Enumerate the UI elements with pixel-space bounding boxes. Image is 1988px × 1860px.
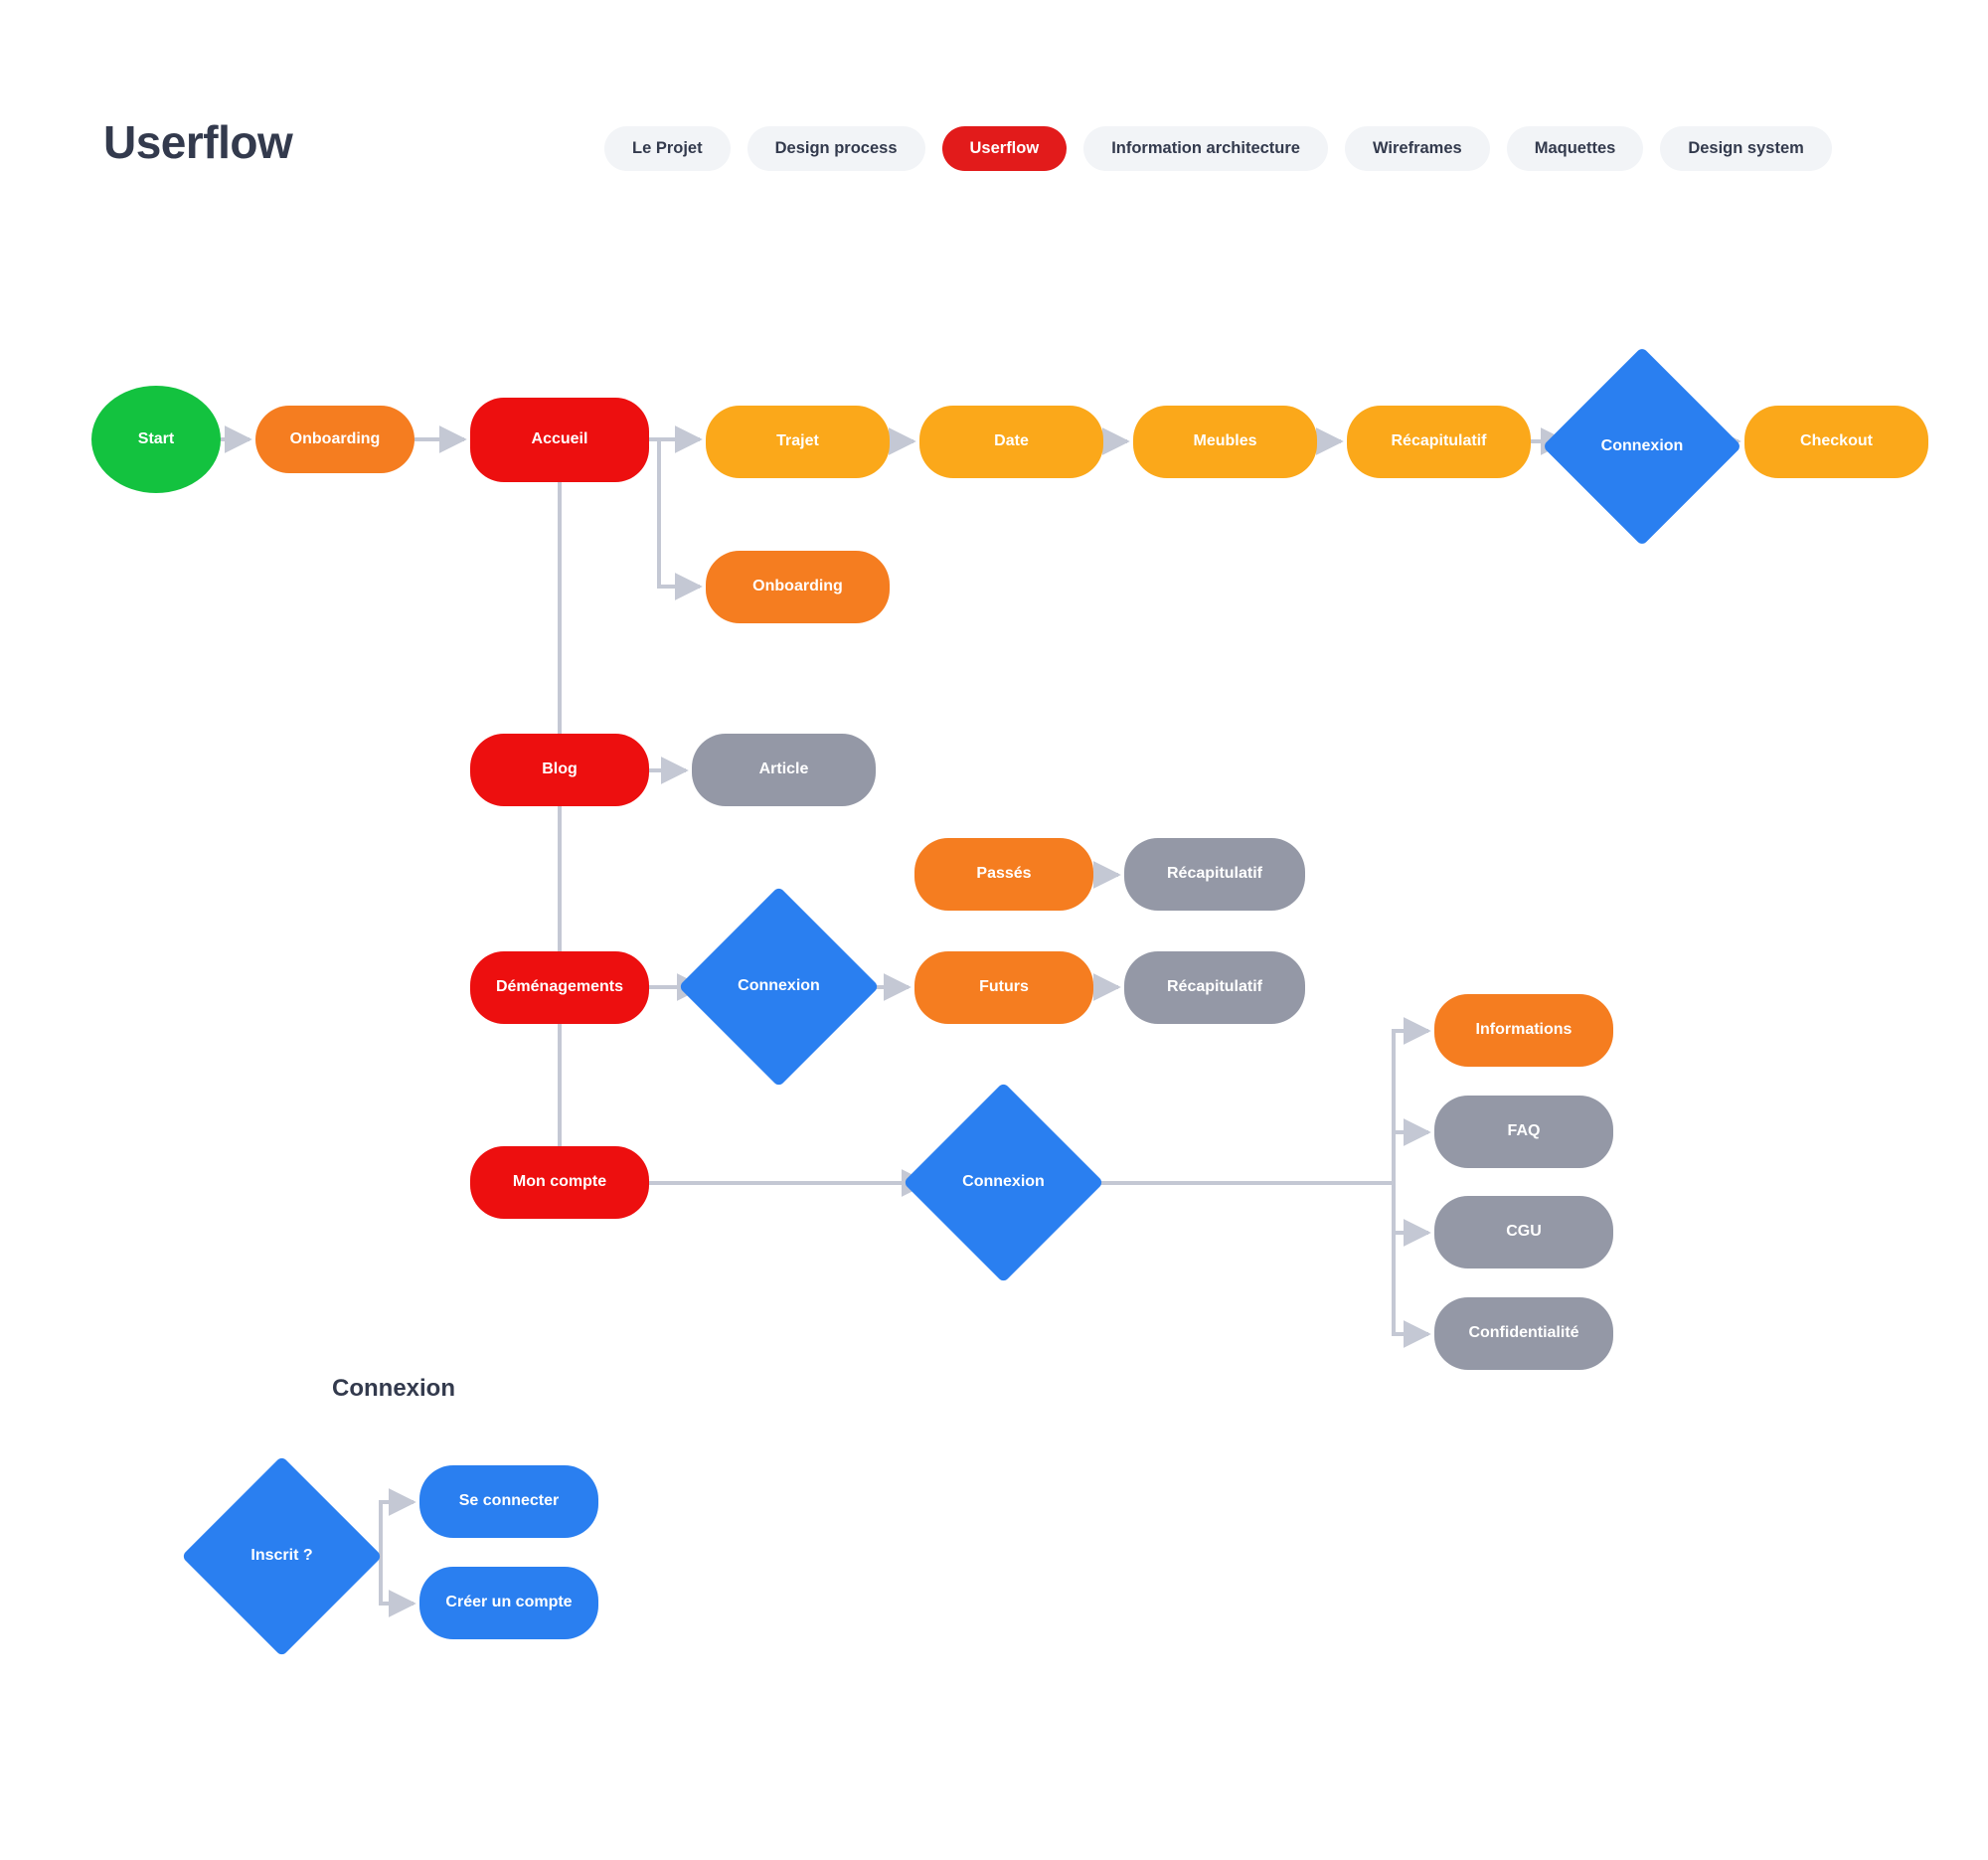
- node-label: Futurs: [979, 978, 1029, 996]
- node-recap_futurs[interactable]: Récapitulatif: [1124, 951, 1305, 1024]
- node-connexion_mid[interactable]: Connexion: [678, 886, 880, 1088]
- node-connexion_bot[interactable]: Connexion: [903, 1082, 1104, 1283]
- node-start[interactable]: Start: [91, 386, 221, 493]
- node-article[interactable]: Article: [692, 734, 876, 806]
- node-informations[interactable]: Informations: [1434, 994, 1613, 1067]
- node-label: Checkout: [1800, 432, 1873, 450]
- main-navigation: Le Projet Design process Userflow Informati…: [604, 126, 1832, 171]
- node-demenagements[interactable]: Déménagements: [470, 951, 649, 1024]
- node-accueil[interactable]: Accueil: [470, 398, 649, 482]
- edge-trunk-faq: [1392, 1118, 1431, 1183]
- nav-pill-information-architecture[interactable]: Information architecture: [1083, 126, 1328, 171]
- node-label: Connexion: [962, 1173, 1045, 1191]
- node-faq[interactable]: FAQ: [1434, 1096, 1613, 1168]
- node-meubles[interactable]: Meubles: [1133, 406, 1317, 478]
- node-label: Informations: [1475, 1021, 1573, 1039]
- node-label: Connexion: [1600, 436, 1684, 454]
- node-label: Blog: [542, 761, 578, 778]
- edge-trunk-informations: [1392, 1017, 1431, 1183]
- node-label: CGU: [1506, 1223, 1542, 1241]
- edge-inscrit-seconnecter: [379, 1488, 416, 1557]
- node-label: Déménagements: [495, 978, 624, 996]
- node-trajet[interactable]: Trajet: [706, 406, 890, 478]
- node-label: Date: [994, 432, 1029, 450]
- node-blog[interactable]: Blog: [470, 734, 649, 806]
- node-onboarding1[interactable]: Onboarding: [255, 406, 414, 473]
- node-label: Start: [137, 429, 175, 447]
- node-date[interactable]: Date: [919, 406, 1103, 478]
- node-label: Onboarding: [752, 578, 843, 595]
- node-creer_compte[interactable]: Créer un compte: [419, 1567, 598, 1639]
- node-label: Récapitulatif: [1166, 865, 1262, 883]
- section-heading-connexion: Connexion: [332, 1375, 455, 1402]
- page-header: Userflow Le Projet Design process Userflow…: [0, 0, 1988, 209]
- edge-inscrit-creercompte: [379, 1557, 416, 1617]
- node-recap_passes[interactable]: Récapitulatif: [1124, 838, 1305, 911]
- nav-pill-maquettes[interactable]: Maquettes: [1506, 126, 1644, 171]
- node-checkout[interactable]: Checkout: [1744, 406, 1928, 478]
- node-label: FAQ: [1507, 1122, 1541, 1140]
- nav-pill-design-process[interactable]: Design process: [746, 126, 925, 171]
- node-label: Trajet: [776, 432, 819, 450]
- node-label: Confidentialité: [1468, 1324, 1579, 1342]
- nav-pill-wireframes[interactable]: Wireframes: [1344, 126, 1490, 171]
- edge-accueil-onboarding2: [657, 441, 703, 600]
- nav-pill-userflow[interactable]: Userflow: [941, 126, 1068, 171]
- node-label: Article: [758, 761, 809, 778]
- node-label: Passés: [976, 865, 1032, 883]
- node-connexion_top[interactable]: Connexion: [1542, 346, 1742, 547]
- node-label: Récapitulatif: [1166, 978, 1262, 996]
- nav-pill-design-system[interactable]: Design system: [1660, 126, 1832, 171]
- node-onboarding2[interactable]: Onboarding: [706, 551, 890, 623]
- node-label: Connexion: [738, 977, 820, 995]
- node-label: Se connecter: [458, 1492, 560, 1510]
- node-label: Récapitulatif: [1391, 432, 1487, 450]
- nav-pill-le-projet[interactable]: Le Projet: [604, 126, 731, 171]
- node-mon_compte[interactable]: Mon compte: [470, 1146, 649, 1219]
- node-se_connecter[interactable]: Se connecter: [419, 1465, 598, 1538]
- node-label: Créer un compte: [445, 1594, 573, 1611]
- node-label: Mon compte: [512, 1173, 607, 1191]
- node-passes[interactable]: Passés: [914, 838, 1093, 911]
- node-label: Accueil: [531, 430, 588, 448]
- node-cgu[interactable]: CGU: [1434, 1196, 1613, 1268]
- node-label: Onboarding: [289, 429, 381, 447]
- edge-trunk-confidentialite: [1392, 1183, 1431, 1348]
- node-label: Inscrit ?: [250, 1547, 313, 1565]
- page-title: Userflow: [103, 116, 293, 168]
- node-confidentialite[interactable]: Confidentialité: [1434, 1297, 1613, 1370]
- node-recap_top[interactable]: Récapitulatif: [1347, 406, 1531, 478]
- node-futurs[interactable]: Futurs: [914, 951, 1093, 1024]
- node-label: Meubles: [1193, 432, 1257, 450]
- edge-trunk-cgu: [1392, 1183, 1431, 1247]
- node-inscrit[interactable]: Inscrit ?: [181, 1455, 383, 1657]
